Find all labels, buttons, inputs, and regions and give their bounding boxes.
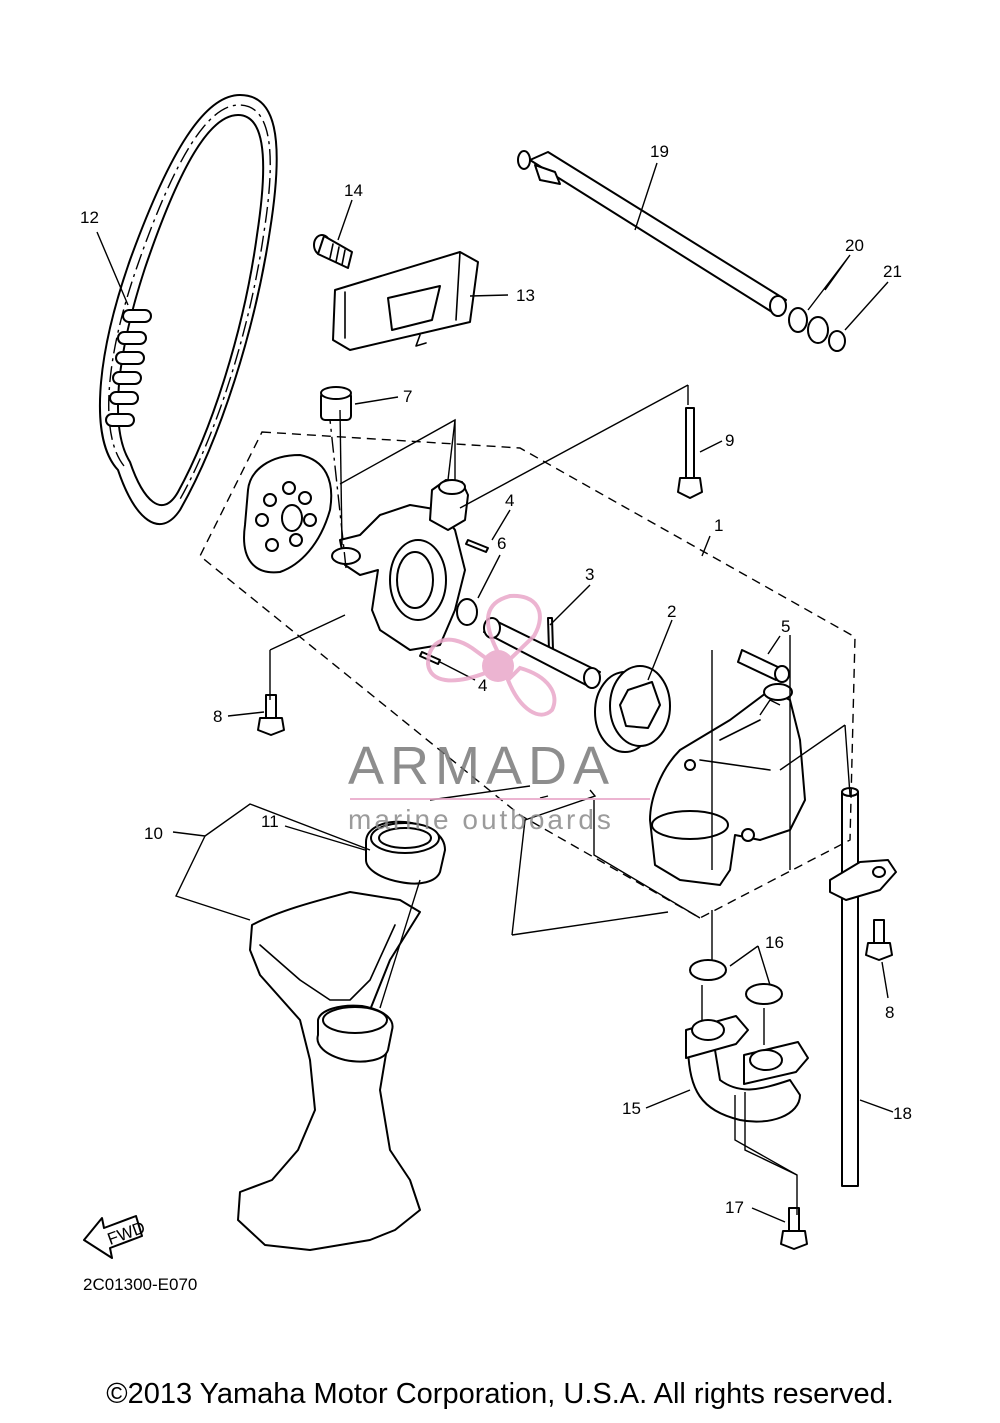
callout-labels: 12 14 13 19 20 21 7 9 1 4 6 3 2 5 4 8 10… — [80, 142, 912, 1217]
reference-lines — [269, 384, 851, 1215]
callout-21: 21 — [883, 262, 902, 281]
part-16-o-rings — [689, 959, 783, 1005]
callout-4-bottom: 4 — [478, 676, 487, 695]
chain-links — [105, 309, 152, 427]
part-6-o-ring — [456, 598, 478, 626]
part-10-strainer — [237, 891, 421, 1251]
propeller-logo-icon — [425, 593, 557, 717]
diagram-code: 2C01300-E070 — [83, 1275, 197, 1294]
callout-16: 16 — [765, 933, 784, 952]
callout-8-left: 8 — [213, 707, 222, 726]
callout-18: 18 — [893, 1104, 912, 1123]
fwd-label: FWD — [105, 1218, 148, 1249]
callout-13: 13 — [516, 286, 535, 305]
fwd-arrow-icon: FWD — [83, 1215, 148, 1259]
pump-housing-rear — [649, 683, 806, 886]
callout-19: 19 — [650, 142, 669, 161]
part-11-gasket — [365, 820, 446, 885]
callout-12: 12 — [80, 208, 99, 227]
part-19-shaft — [517, 150, 787, 317]
callout-14: 14 — [344, 181, 363, 200]
part-12-chain — [98, 94, 278, 525]
part-13-chain-guide — [332, 251, 479, 351]
part-18-pipe — [829, 787, 897, 1187]
callout-20: 20 — [845, 236, 864, 255]
callout-3: 3 — [585, 565, 594, 584]
part-20-21-o-rings — [788, 307, 846, 352]
part-7-collar — [320, 386, 352, 421]
callout-2: 2 — [667, 602, 676, 621]
callout-5: 5 — [781, 617, 790, 636]
callout-10: 10 — [144, 824, 163, 843]
watermark-tagline: marine outboards — [348, 804, 614, 835]
callout-7: 7 — [403, 387, 412, 406]
part-5-bolt — [737, 649, 790, 683]
part-9-bolt — [677, 407, 703, 499]
pump-assembly-outline — [199, 431, 856, 919]
part-8-bolt-right — [865, 919, 893, 961]
callout-1: 1 — [714, 516, 723, 535]
callout-leaders — [96, 162, 894, 1223]
pump-housing-front — [331, 479, 469, 651]
callout-8-right: 8 — [885, 1003, 894, 1022]
callout-9: 9 — [725, 431, 734, 450]
copyright-notice: ©2013 Yamaha Motor Corporation, U.S.A. A… — [106, 1378, 894, 1410]
armada-watermark: ARMADA marine outboards — [348, 593, 650, 835]
part-15-elbow-pipe — [685, 1015, 809, 1123]
part-2-rotor — [594, 665, 671, 753]
callout-6: 6 — [497, 534, 506, 553]
callout-17: 17 — [725, 1198, 744, 1217]
part-8-bolt-left — [257, 694, 285, 736]
callout-11: 11 — [261, 812, 279, 831]
part-14-bolt — [313, 234, 353, 269]
callout-4-top: 4 — [505, 491, 514, 510]
oil-pump-sprocket — [243, 454, 333, 574]
callout-15: 15 — [622, 1099, 641, 1118]
watermark-brand: ARMADA — [348, 736, 615, 796]
part-17-bolt — [780, 1207, 808, 1250]
